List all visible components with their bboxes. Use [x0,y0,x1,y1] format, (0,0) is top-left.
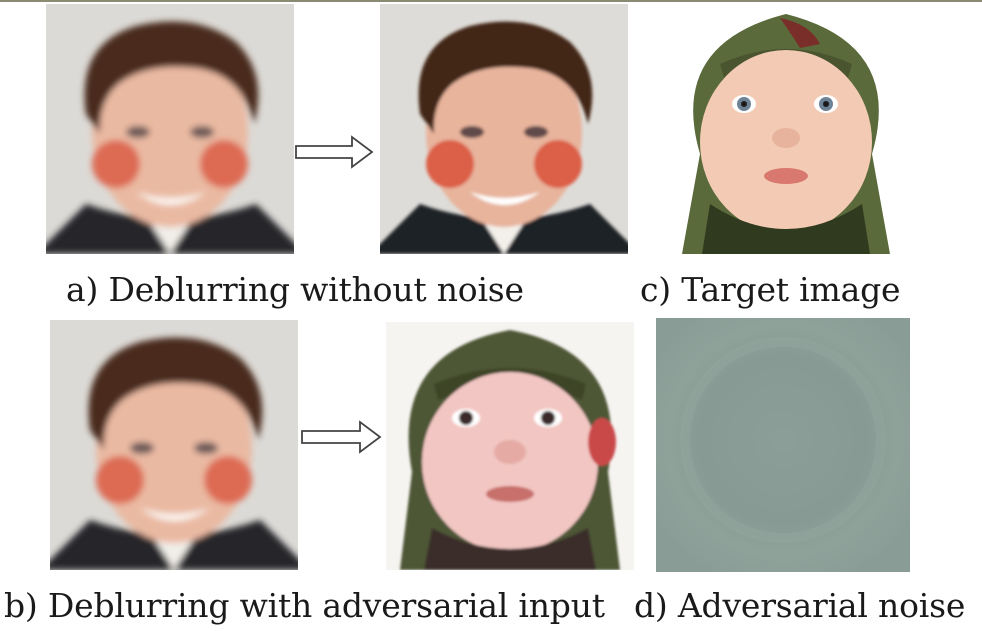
caption-c: c) Target image [640,270,901,309]
blurred-man-adversarial-input-image [50,320,298,570]
adversarial-noise-image [656,318,910,572]
adversarial-deblurred-output-image [386,322,634,570]
right-arrow-icon [301,420,382,454]
caption-b: b) Deblurring with adversarial input [4,586,605,625]
caption-a: a) Deblurring without noise [66,270,524,309]
right-arrow-icon [295,135,374,169]
caption-d: d) Adversarial noise [634,586,966,625]
deblurred-man-output-image [380,4,628,254]
target-baby-image [660,4,912,254]
blurred-man-input-image [46,4,294,254]
top-border-line [0,0,982,2]
